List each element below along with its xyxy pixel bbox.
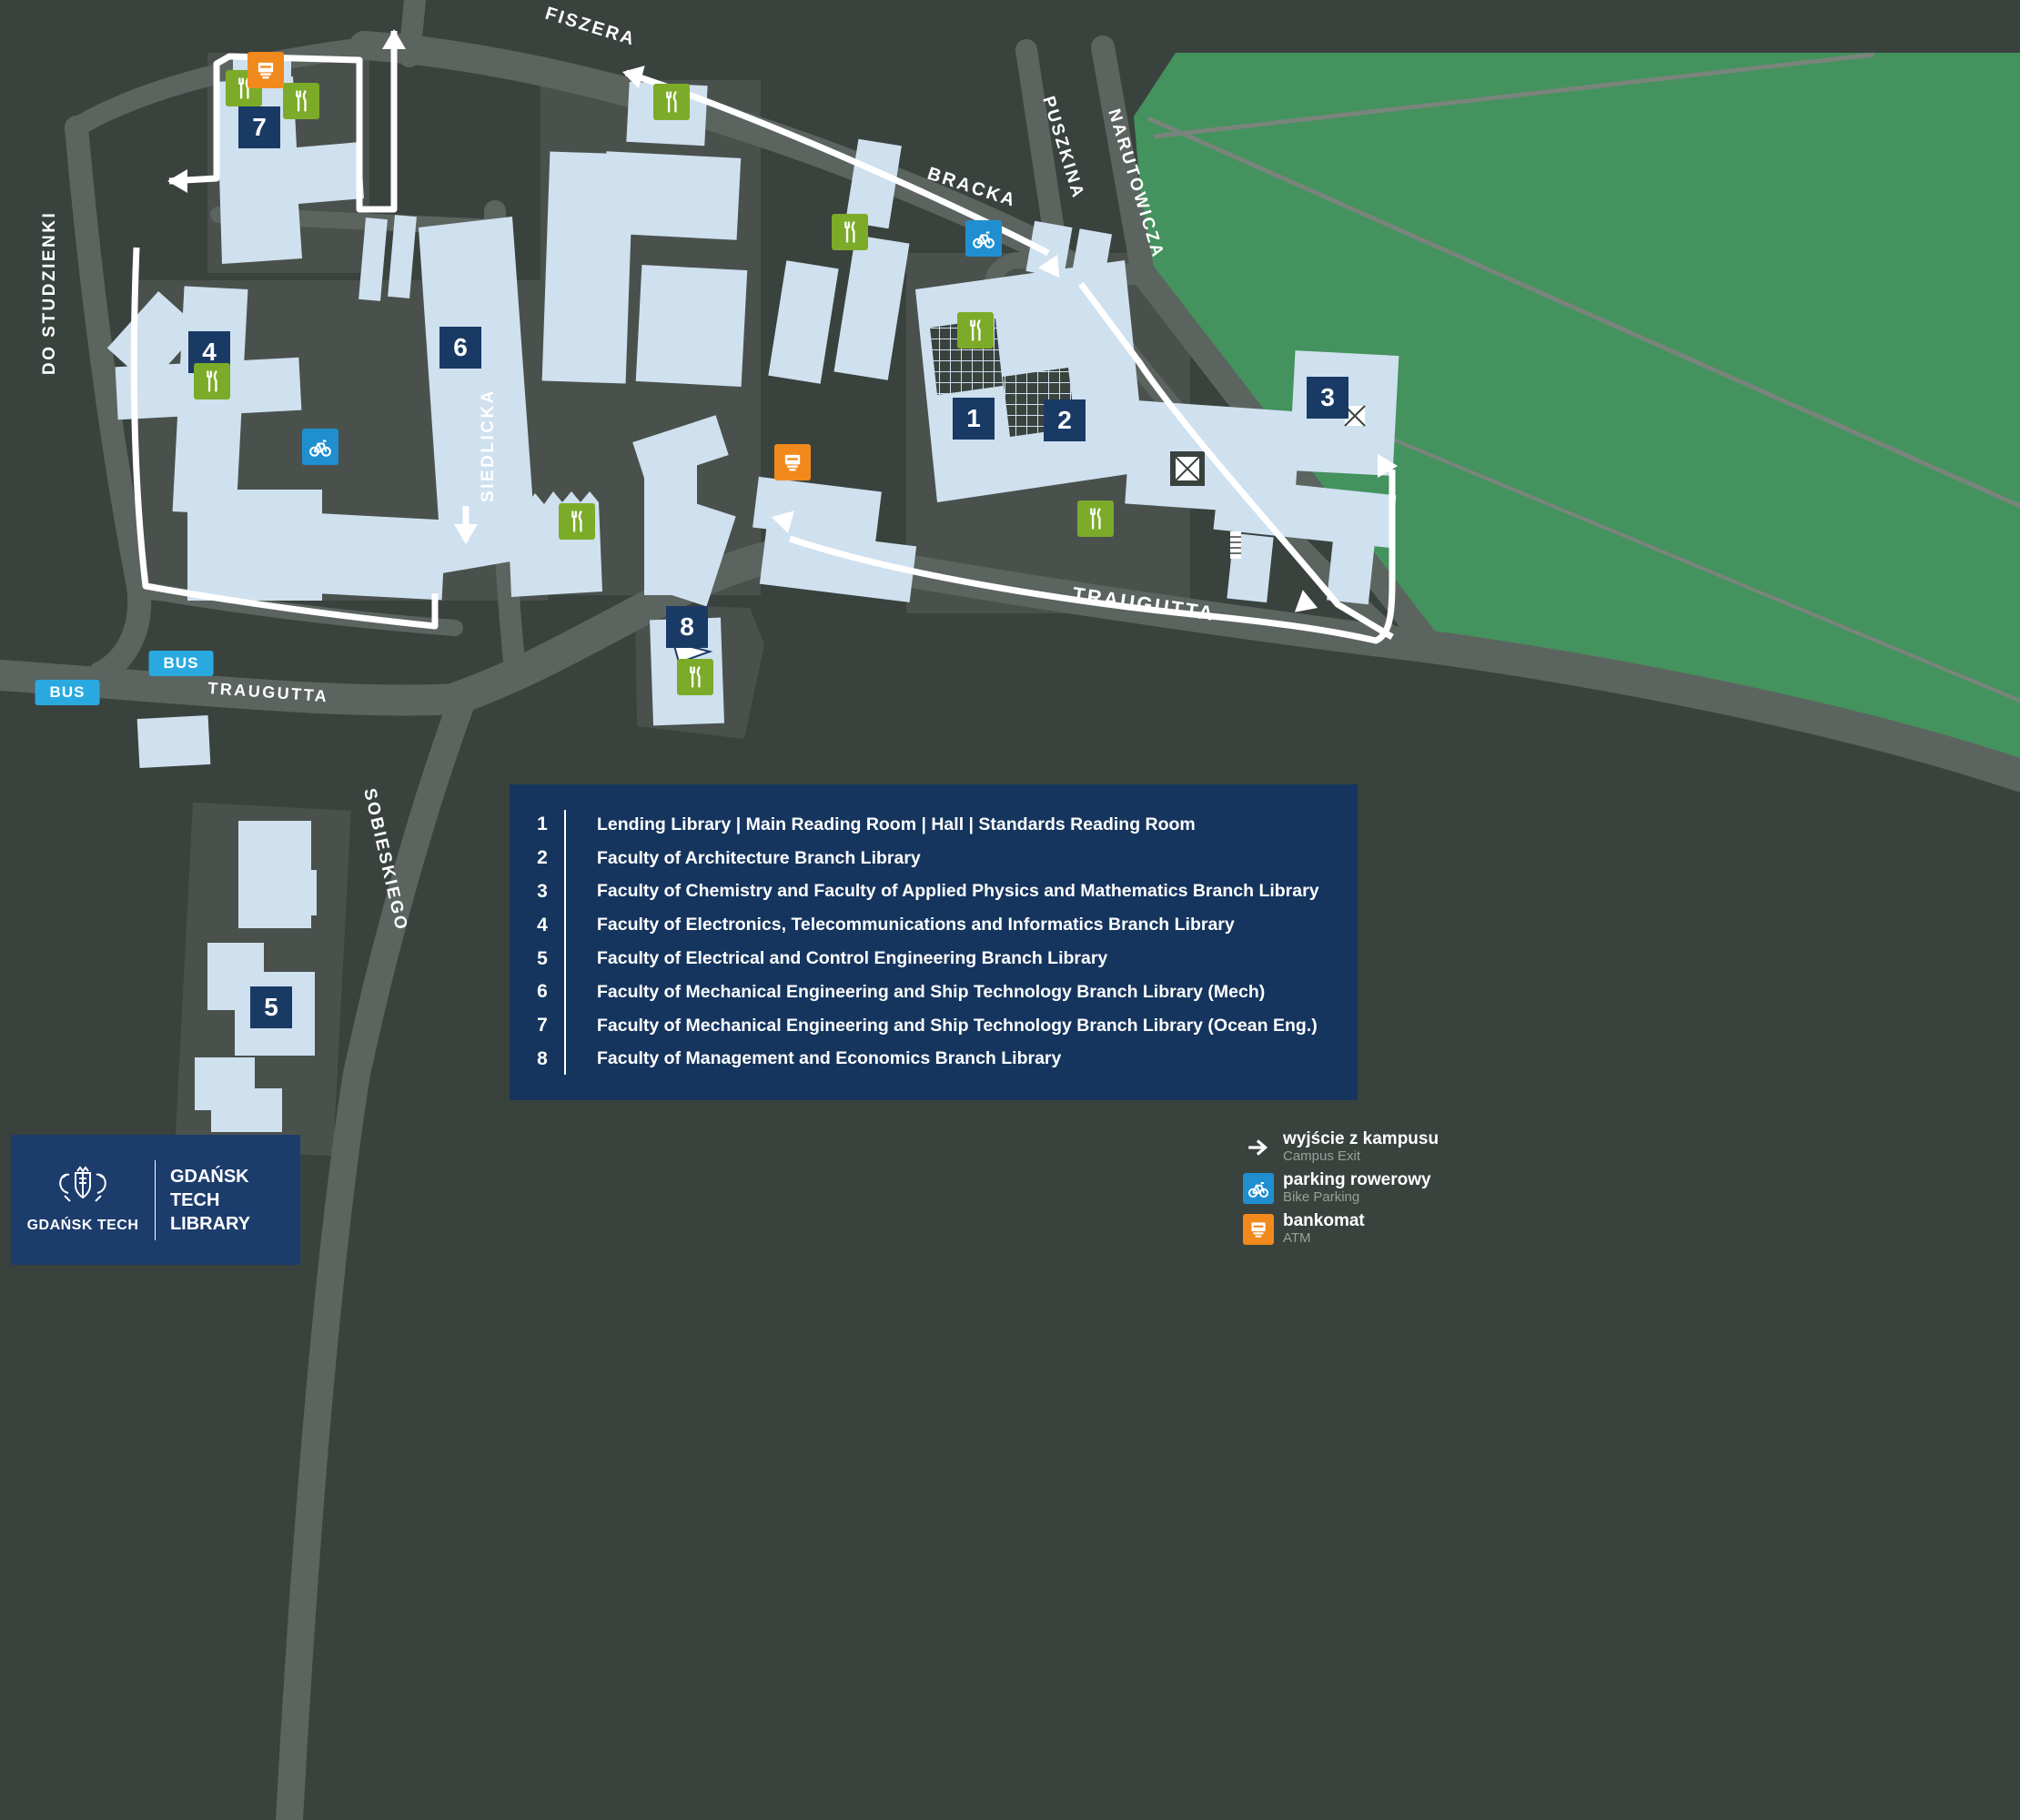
legend-label: Faculty of Electronics, Telecommunicatio… xyxy=(597,915,1235,935)
food-icon xyxy=(832,214,868,250)
legend-label: Faculty of Mechanical Engineering and Sh… xyxy=(597,981,1266,1002)
legend-labels-column: Lending Library | Main Reading Room | Ha… xyxy=(566,808,1339,1077)
campus-exit-arrow xyxy=(1037,255,1060,278)
bus-stop-badge: BUS xyxy=(35,680,100,705)
logo-title-line2: LIBRARY xyxy=(169,1213,251,1234)
map-marker-6: 6 xyxy=(439,327,481,369)
food-icon xyxy=(957,312,994,349)
food-icon xyxy=(1077,500,1114,537)
legend-number: 8 xyxy=(537,1047,548,1069)
map-marker-3: 3 xyxy=(1307,377,1348,419)
legend-label: Faculty of Chemistry and Faculty of Appl… xyxy=(597,881,1319,902)
legend-label: Lending Library | Main Reading Room | Ha… xyxy=(597,814,1196,834)
symbols-legend-row: wyjście z kampusu Campus Exit xyxy=(1243,1130,1439,1165)
map-marker-2: 2 xyxy=(1044,399,1086,441)
map-marker-1: 1 xyxy=(953,398,995,440)
map-marker-5: 5 xyxy=(250,986,292,1028)
legend-number: 5 xyxy=(537,947,548,969)
legend-label: Faculty of Mechanical Engineering and Sh… xyxy=(597,1015,1318,1036)
skylight-symbol xyxy=(1170,451,1205,486)
stairs-symbol xyxy=(1230,531,1241,559)
campus-exit-arrow-icon xyxy=(1243,1132,1274,1163)
campus-exit-arrow xyxy=(1294,590,1318,612)
atm-icon xyxy=(1243,1213,1274,1245)
campus-exit-arrow xyxy=(622,66,645,89)
food-icon xyxy=(677,659,713,695)
symbol-label-pl: wyjście z kampusu xyxy=(1283,1129,1439,1148)
library-legend-panel: 1 2 3 4 5 6 7 8 Lending Library | Main R… xyxy=(510,784,1358,1100)
food-icon xyxy=(559,503,595,540)
park-area xyxy=(1134,52,2020,766)
atm-icon xyxy=(247,52,284,88)
symbols-legend-text: bankomat ATM xyxy=(1283,1210,1365,1247)
legend-label: Faculty of Electrical and Control Engine… xyxy=(597,948,1108,969)
symbols-legend-row: bankomat ATM xyxy=(1243,1210,1439,1247)
legend-numbers-column: 1 2 3 4 5 6 7 8 xyxy=(520,808,564,1077)
food-icon xyxy=(194,363,230,399)
logo-title-line1: GDAŃSK TECH xyxy=(169,1166,249,1210)
campus-exit-arrows xyxy=(167,29,1398,612)
legend-label: Faculty of Management and Economics Bran… xyxy=(597,1048,1062,1069)
campus-exit-arrow xyxy=(771,511,794,533)
building-6-shape xyxy=(419,217,537,573)
legend-divider xyxy=(564,810,566,1075)
logo-divider xyxy=(154,1159,156,1240)
street-label-siedlicka: SIEDLICKA xyxy=(479,389,498,502)
legend-number: 3 xyxy=(537,880,548,902)
symbol-label-en: Campus Exit xyxy=(1283,1148,1361,1164)
symbol-label-en: Bike Parking xyxy=(1283,1188,1360,1205)
logo-crest-block: GDAŃSK TECH xyxy=(11,1166,155,1234)
legend-label: Faculty of Architecture Branch Library xyxy=(597,847,921,868)
map-marker-7: 7 xyxy=(238,106,280,148)
bus-stop-badge: BUS xyxy=(148,651,214,676)
campus-exit-arrow xyxy=(382,29,406,49)
symbols-legend-text: wyjście z kampusu Campus Exit xyxy=(1283,1130,1439,1165)
street-label-do-studzienki: DO STUDZIENKI xyxy=(40,211,59,375)
map-marker-8: 8 xyxy=(666,606,708,648)
campus-exit-arrow xyxy=(454,524,478,544)
symbol-label-pl: parking rowerowy xyxy=(1283,1169,1431,1189)
symbol-label-en: ATM xyxy=(1283,1229,1311,1246)
legend-number: 6 xyxy=(537,981,548,1003)
legend-number: 2 xyxy=(537,847,548,869)
symbols-legend-text: parking rowerowy Bike Parking xyxy=(1283,1169,1431,1206)
gdansk-tech-crest-icon xyxy=(59,1166,106,1202)
logo-title: GDAŃSK TECH LIBRARY xyxy=(156,1165,300,1236)
symbol-label-pl: bankomat xyxy=(1283,1210,1365,1230)
legend-number: 4 xyxy=(537,914,548,935)
food-icon xyxy=(283,83,319,119)
campus-exit-arrow xyxy=(1378,454,1398,478)
logo-wordmark: GDAŃSK TECH xyxy=(26,1218,139,1233)
bike-parking-icon xyxy=(302,429,338,465)
atm-icon xyxy=(774,444,811,480)
legend-number: 7 xyxy=(537,1015,548,1036)
street-label-fiszera: FISZERA xyxy=(543,4,639,50)
symbols-legend-row: parking rowerowy Bike Parking xyxy=(1243,1169,1439,1206)
bike-parking-icon xyxy=(965,220,1002,257)
bike-parking-icon xyxy=(1243,1172,1274,1204)
gdansk-tech-logo: GDAŃSK TECH GDAŃSK TECH LIBRARY xyxy=(11,1135,300,1265)
legend-number: 1 xyxy=(537,814,548,835)
food-icon xyxy=(653,84,690,120)
campus-route-layer xyxy=(130,29,1398,644)
campus-exit-arrow xyxy=(167,169,187,193)
symbols-legend: wyjście z kampusu Campus Exit parking ro… xyxy=(1243,1130,1439,1247)
